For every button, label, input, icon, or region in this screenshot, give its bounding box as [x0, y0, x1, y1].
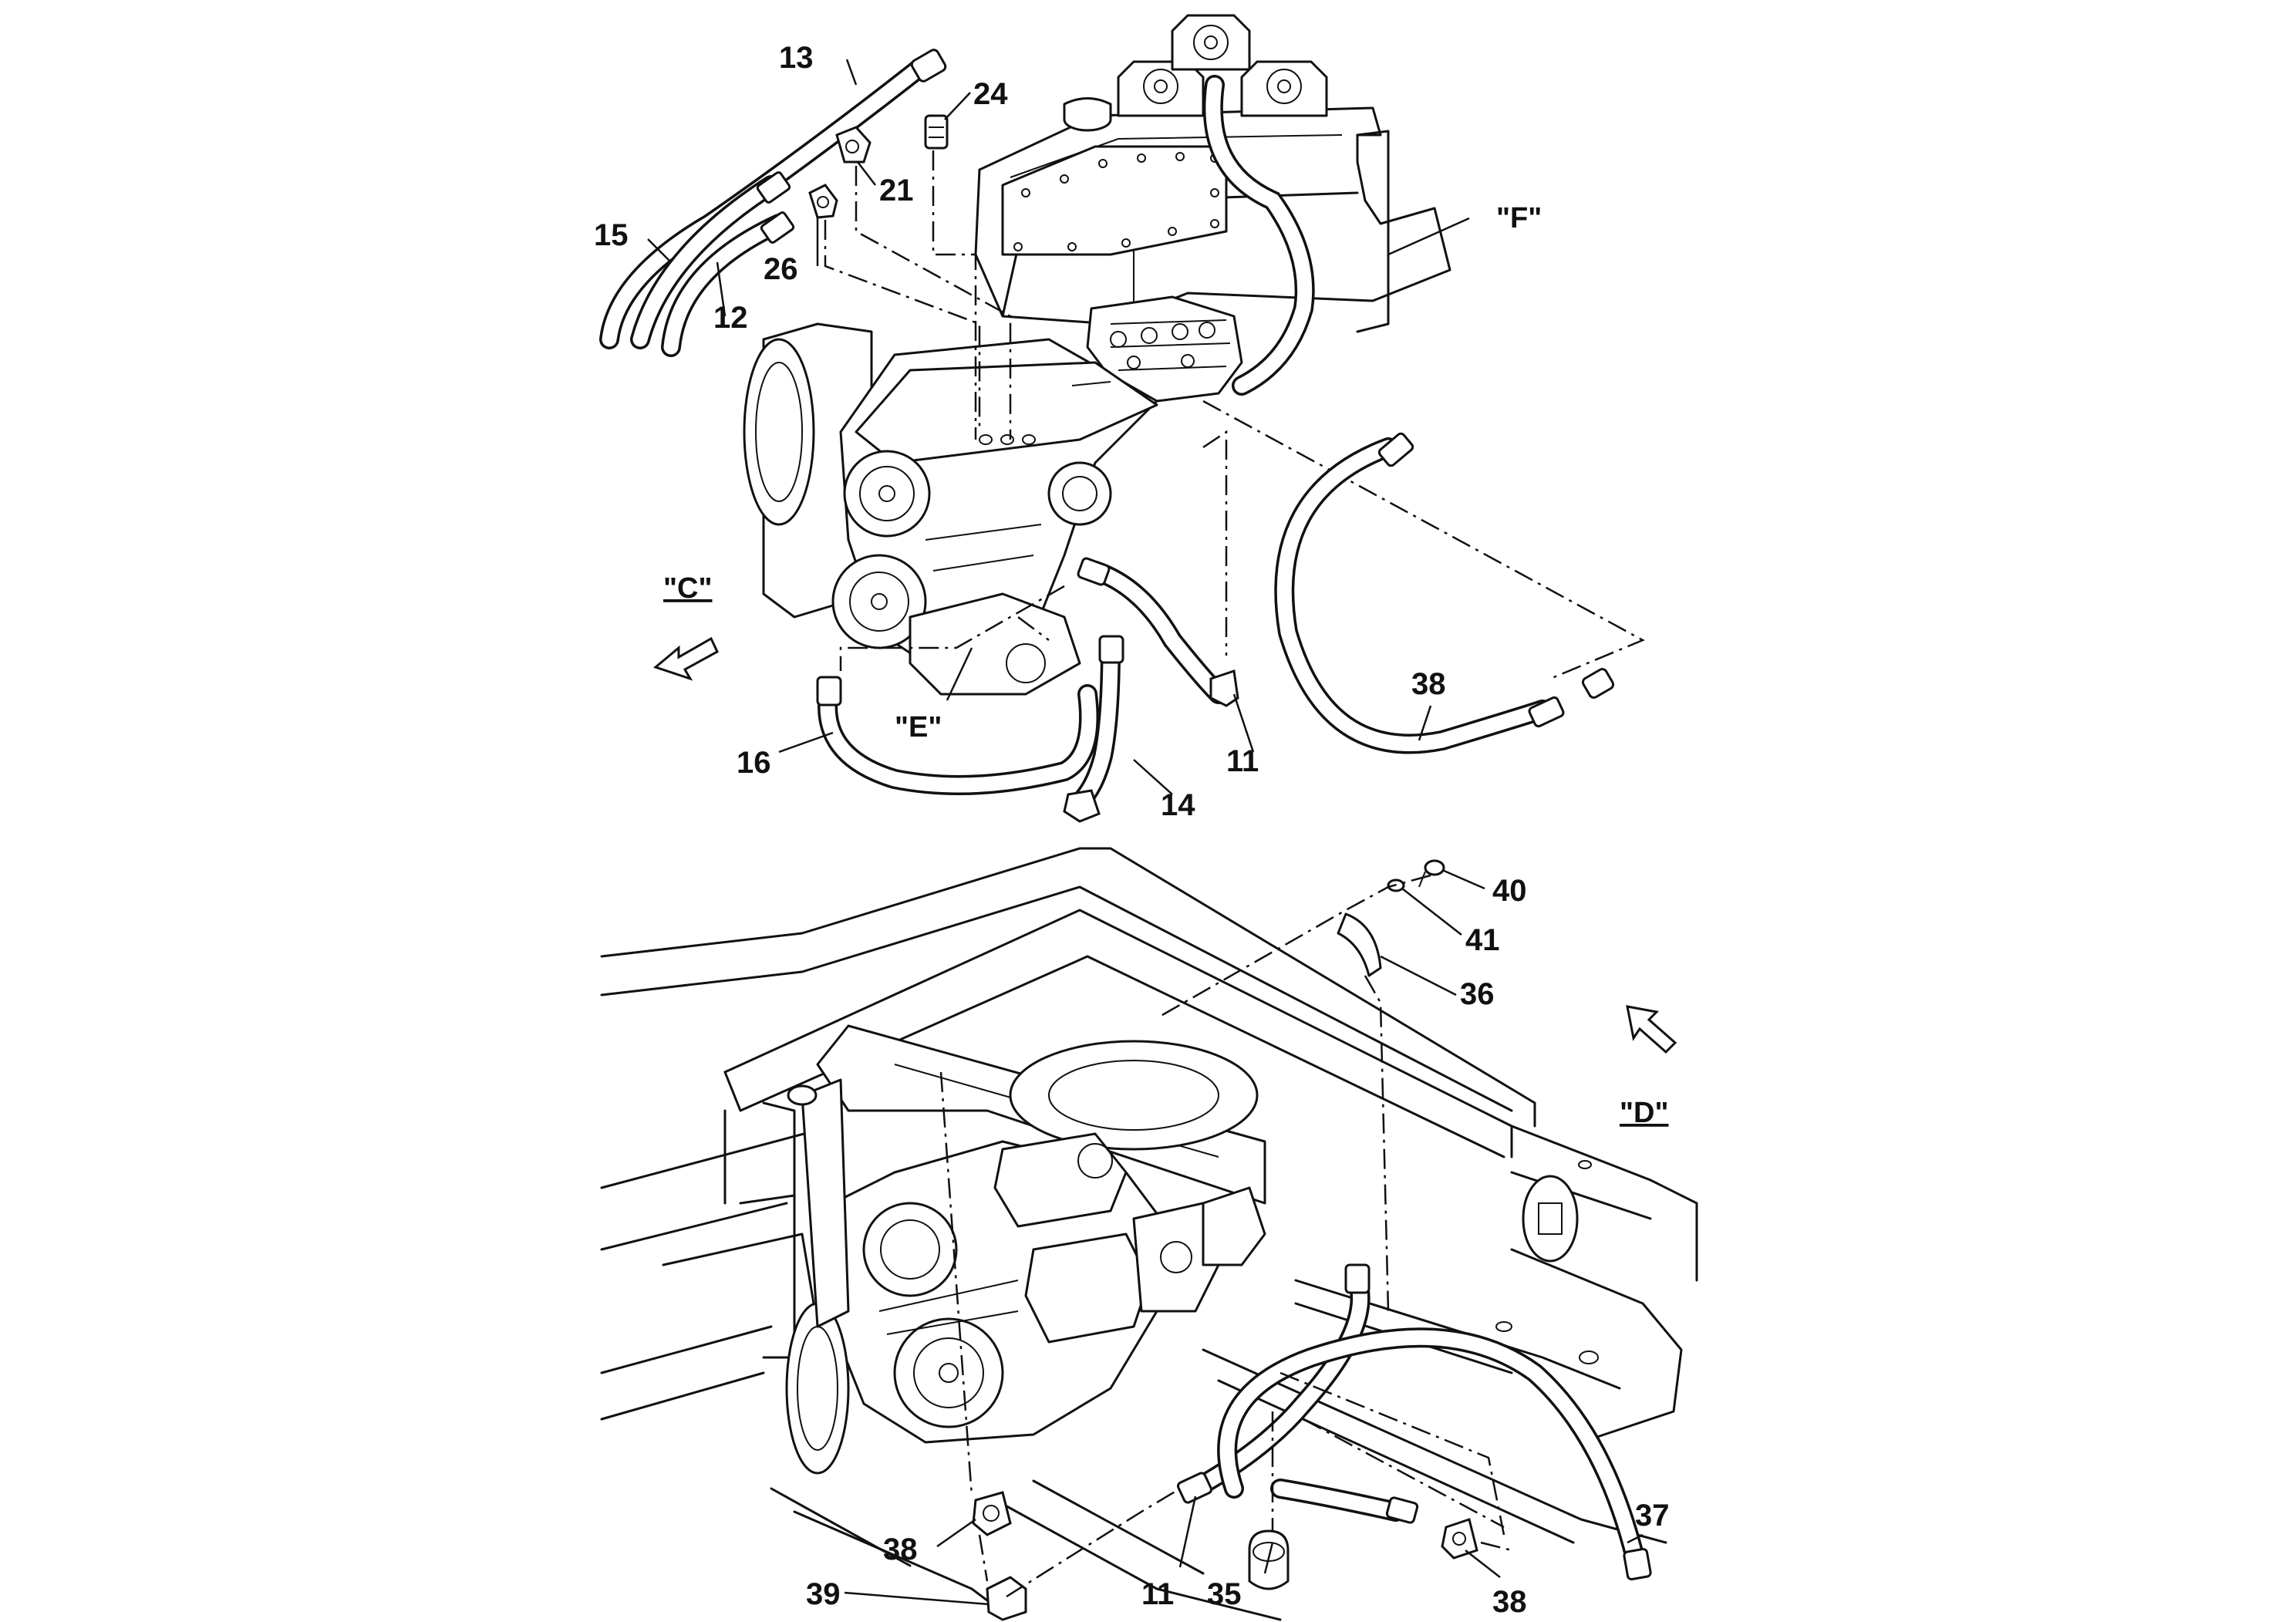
pump-housing-1 — [843, 450, 931, 538]
hose-14 — [1063, 635, 1124, 823]
callout-14: 14 — [1161, 788, 1195, 822]
bracket-36 — [1337, 912, 1382, 977]
elbow-39 — [986, 1576, 1027, 1621]
callout-16: 16 — [737, 746, 771, 780]
fitting-21 — [835, 126, 872, 164]
connection-lines-top — [824, 150, 1645, 680]
valve-block — [1086, 295, 1243, 403]
callout-15: 15 — [594, 218, 629, 252]
pump-group-bottom — [785, 1132, 1266, 1475]
inspection-cover — [1495, 1160, 1599, 1364]
pump-housing-2 — [831, 554, 927, 649]
fitting-26 — [808, 184, 838, 219]
side-bracket — [801, 1078, 850, 1328]
pump-housing-3 — [1047, 461, 1112, 526]
direction-arrow-c-icon — [652, 636, 719, 681]
callout-39: 39 — [806, 1577, 841, 1611]
hydraulic-tank — [974, 14, 1451, 396]
callout-13: 13 — [779, 41, 814, 75]
callout-40: 40 — [1492, 874, 1527, 908]
fitting-left — [787, 1084, 818, 1106]
direction-arrow-d-icon — [1626, 1005, 1677, 1054]
callout-24: 24 — [973, 77, 1008, 111]
hose-37 — [1217, 1327, 1652, 1581]
fitting-38-right — [1441, 1518, 1478, 1560]
view-label-d: "D" — [1620, 1097, 1668, 1129]
callout-38-bottom-right: 38 — [1492, 1585, 1527, 1619]
top-assembly — [599, 14, 1645, 823]
mounting-plate — [816, 1024, 1266, 1205]
hose-38-top — [1274, 432, 1615, 754]
pump-assembly — [743, 322, 1158, 696]
callout-26: 26 — [764, 252, 798, 286]
fitting-24 — [924, 114, 949, 150]
callout-11-bottom: 11 — [1141, 1577, 1174, 1611]
fitting-38-left — [972, 1491, 1012, 1536]
connection-lines-bottom — [939, 1071, 1512, 1598]
tank-side-panel — [1356, 130, 1390, 333]
hose-16 — [816, 676, 1099, 795]
view-label-e: "E" — [895, 711, 942, 744]
view-label-c: "C" — [663, 572, 712, 605]
callout-36: 36 — [1460, 977, 1495, 1011]
leader-lines — [647, 59, 1644, 1606]
bottom-assembly — [600, 847, 1698, 1621]
hose-11-top — [1077, 557, 1239, 707]
callout-38-top: 38 — [1411, 667, 1446, 701]
view-label-f: "F" — [1496, 202, 1542, 234]
callout-38-bottom-left: 38 — [883, 1533, 918, 1566]
hose-bundle-12-13-15 — [599, 49, 947, 357]
screw-40 — [1418, 859, 1445, 888]
connection-36-lines — [1156, 874, 1431, 1312]
callout-37: 37 — [1635, 1499, 1670, 1533]
callout-35: 35 — [1207, 1577, 1242, 1611]
callout-12: 12 — [713, 301, 748, 335]
callout-11-top: 11 — [1226, 744, 1259, 778]
filter-heads — [1117, 14, 1328, 117]
callout-41: 41 — [1465, 923, 1500, 957]
chassis-frame — [600, 847, 1698, 1621]
callout-21: 21 — [879, 174, 914, 207]
